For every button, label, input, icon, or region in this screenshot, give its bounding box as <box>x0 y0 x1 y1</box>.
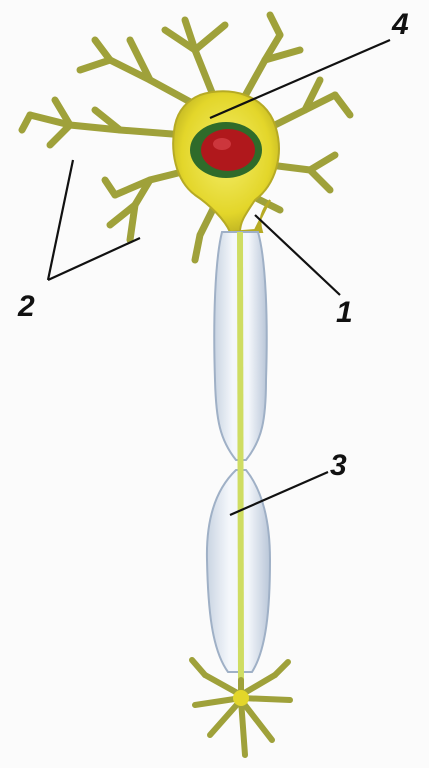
pointer-2b <box>48 238 140 280</box>
pointer-2a <box>48 160 73 280</box>
pointer-1 <box>255 215 340 295</box>
axon-core <box>240 232 241 682</box>
nucleus <box>201 129 255 171</box>
label-2: 2 <box>18 292 35 322</box>
label-3: 3 <box>330 451 347 481</box>
label-4: 4 <box>392 10 409 40</box>
label-1: 1 <box>336 298 353 328</box>
